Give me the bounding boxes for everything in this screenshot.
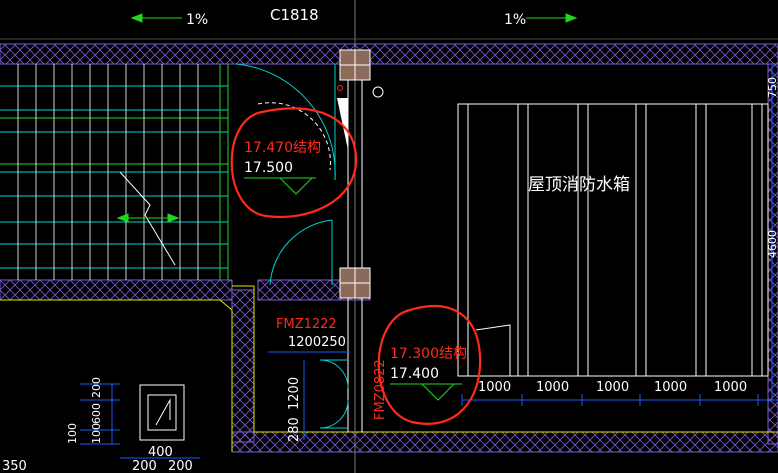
left-dim-100a: 100 [90,423,103,444]
tank-dim-1: 1000 [478,380,511,395]
door-swing-arc-dashed [257,102,331,171]
red-circle-lower [377,305,482,425]
red-circle-upper [230,107,358,219]
elevation-marker-upper [244,177,316,195]
vertical-dim-a: 1200 [287,377,302,410]
stair-arrow [116,213,180,223]
door-label: FMZ1222 [276,317,337,332]
room-label: 屋顶消防水箱 [528,175,630,195]
vertical-dim-b: 280 [287,417,302,442]
stair-break-line [119,171,176,266]
red-marker-dot [337,85,343,91]
slope-arrow-right [526,13,578,23]
stair-treads [0,85,228,269]
water-tank [457,103,769,377]
middle-wall [0,279,233,301]
top-dim-label: 750 [766,77,778,98]
top-wall [0,43,778,65]
left-dim-600: 600 [90,403,103,424]
annotation-lower-structural: 17.300结构 [390,346,467,362]
column-upper [339,49,371,81]
lower-left-wall [231,289,255,443]
tank-dim-4: 1000 [654,380,687,395]
bottom-dim-350: 350 [2,459,27,473]
tank-dim-5: 1000 [714,380,747,395]
fixture-box [139,384,185,441]
window-label: C1818 [270,6,319,24]
stair-handrail-lines [0,64,229,280]
slope-arrow-left [130,13,182,23]
annotation-lower-finish: 17.400 [390,366,439,382]
bottom-wall [231,431,778,453]
slope-label-left: 1% [186,12,208,28]
door-swing-arc-lower [269,219,333,286]
elevation-marker-lower [390,383,462,401]
door-swing-arc-upper [235,63,336,181]
side-label: FMZ0822 [373,359,388,420]
tank-dim-ticks [461,394,759,406]
bottom-dim-200a: 200 [132,459,157,473]
tank-dim-2: 1000 [536,380,569,395]
bottom-dim-400: 400 [148,445,173,460]
door-dims: 1200250 [288,335,346,350]
double-door [319,359,349,429]
column-lower [339,267,371,299]
drain-icon [372,86,384,98]
slope-label-right: 1% [504,12,526,28]
left-dim-100b: 100 [66,423,79,444]
bottom-dim-200b: 200 [168,459,193,473]
annotation-upper-structural: 17.470结构 [244,140,321,156]
left-dim-200: 200 [90,377,103,398]
annotation-upper-finish: 17.500 [244,160,293,176]
yellow-wall-outline-2 [0,299,233,452]
right-dim-label: 4600 [766,230,778,258]
tank-dim-3: 1000 [596,380,629,395]
yellow-wall-outline [232,285,778,433]
left-dim-ticks [80,383,120,445]
